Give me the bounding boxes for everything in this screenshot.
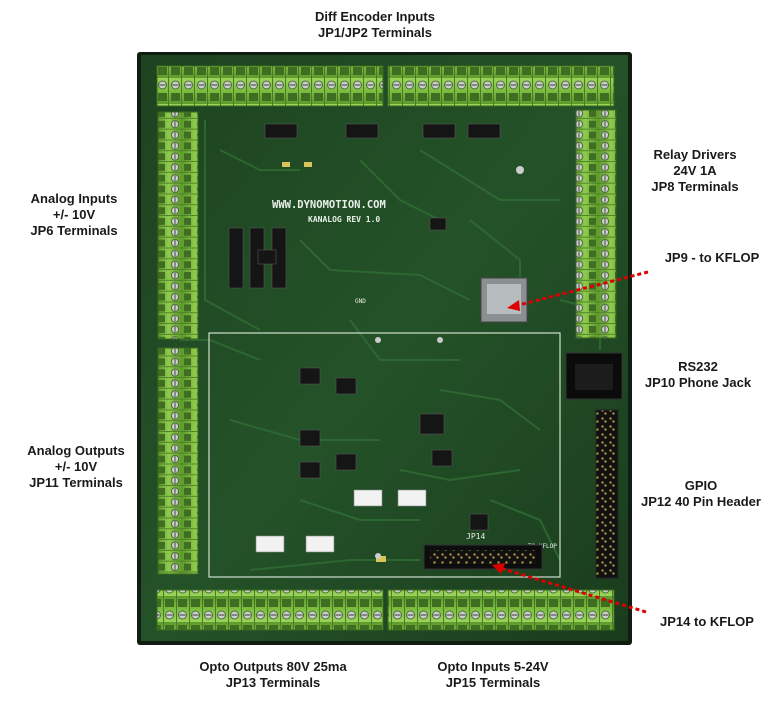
callout-arrows (492, 270, 649, 614)
analog-outputs-title: Analog Outputs (27, 443, 125, 458)
jp8-terminal-block (575, 109, 617, 339)
dip-components (255, 489, 427, 553)
jp13-terminal-block (156, 589, 384, 631)
jp12-40-pin-header (595, 409, 619, 579)
jp9-arrow-line (514, 270, 649, 308)
small-parts (282, 162, 386, 562)
relay-drivers-title: Relay Drivers (653, 147, 737, 162)
pcb-traces (180, 120, 601, 571)
gpio-header: JP12 40 Pin Header (641, 494, 761, 509)
jp6-terminal-block (157, 111, 199, 340)
analog-outputs-terminals: JP11 Terminals (29, 475, 123, 490)
board-to-kflop-silk: TO KFLOP (528, 543, 557, 550)
analog-inputs-range: +/- 10V (52, 207, 96, 222)
opto-inputs-label: Opto Inputs 5-24V JP15 Terminals (410, 659, 576, 691)
pcb-board (141, 55, 628, 641)
analog-outputs-label: Analog Outputs +/- 10V JP11 Terminals (14, 443, 138, 491)
ic-chips (228, 123, 501, 531)
opto-outputs-terminals: JP13 Terminals (225, 675, 321, 690)
rs232-label: RS232 JP10 Phone Jack (628, 359, 768, 391)
board-jp14-silk: JP14 (466, 532, 485, 541)
jp14-arrowhead (492, 563, 505, 574)
diff-encoder-title: Diff Encoder Inputs (315, 9, 435, 24)
jp9-arrowhead (507, 300, 520, 311)
relay-drivers-label: Relay Drivers 24V 1A JP8 Terminals (630, 147, 760, 195)
board-gnd-silk: GND (355, 298, 366, 305)
jp9-text: JP9 - to KFLOP (664, 250, 760, 265)
opto-outputs-title: Opto Outputs 80V 25ma (199, 659, 347, 674)
opto-outputs-label: Opto Outputs 80V 25ma JP13 Terminals (178, 659, 368, 691)
jp1-terminal-block (156, 65, 384, 107)
diff-encoder-terminals: JP1/JP2 Terminals (318, 25, 432, 40)
jp2-terminal-block (387, 65, 615, 107)
jp9-label: JP9 - to KFLOP (652, 250, 772, 266)
pcb-inner-outline (208, 332, 561, 578)
relay-drivers-terminals: JP8 Terminals (651, 179, 739, 194)
analog-inputs-label: Analog Inputs +/- 10V JP6 Terminals (14, 191, 134, 239)
analog-inputs-title: Analog Inputs (30, 191, 118, 206)
rs232-title: RS232 (678, 359, 718, 374)
jp14-text: JP14 to KFLOP (660, 614, 754, 629)
gpio-label: GPIO JP12 40 Pin Header (626, 478, 776, 510)
jp14-arrow-line (499, 566, 647, 614)
relay-drivers-rating: 24V 1A (673, 163, 717, 178)
mounting-holes (375, 166, 524, 559)
diff-encoder-label: Diff Encoder Inputs JP1/JP2 Terminals (270, 9, 480, 41)
jp14-label: JP14 to KFLOP (642, 614, 772, 630)
opto-inputs-title: Opto Inputs 5-24V (437, 659, 549, 674)
rs232-jack: JP10 Phone Jack (644, 375, 752, 390)
jp11-terminal-block (157, 347, 199, 575)
gpio-title: GPIO (684, 478, 718, 493)
board-url: WWW.DYNOMOTION.COM (272, 199, 386, 211)
board-model: KANALOG REV 1.0 (308, 215, 380, 224)
analog-inputs-terminals: JP6 Terminals (30, 223, 118, 238)
opto-inputs-terminals: JP15 Terminals (445, 675, 541, 690)
analog-outputs-range: +/- 10V (54, 459, 98, 474)
jp15-terminal-block (387, 589, 615, 631)
